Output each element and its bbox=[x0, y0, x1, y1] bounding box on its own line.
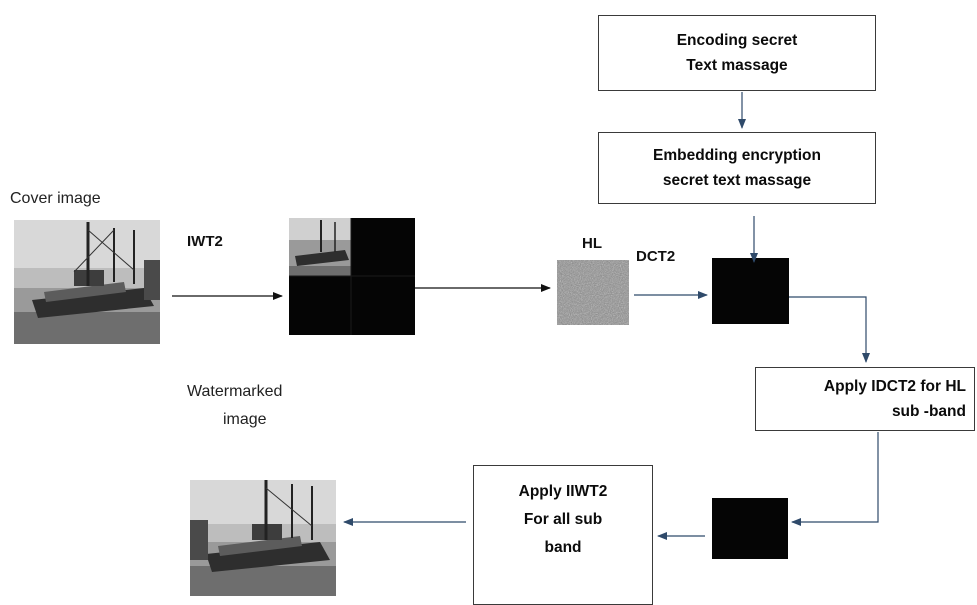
iiwt2-line-1: Apply IIWT2 bbox=[518, 483, 608, 500]
apply-iiwt2-box: Apply IIWT2 For all sub band bbox=[473, 465, 653, 605]
iiwt2-line-2: For all sub bbox=[523, 511, 603, 528]
arrow-idct2-box-to-idct bbox=[791, 432, 879, 526]
dct-coefficients-image bbox=[712, 258, 789, 324]
watermarked-label-line-2: image bbox=[223, 411, 267, 428]
idct2-line-1: Apply IDCT2 for HL bbox=[823, 378, 966, 395]
idct-output-image bbox=[712, 498, 788, 559]
watermarked-image bbox=[190, 480, 336, 596]
embedding-line-1: Embedding encryption bbox=[653, 147, 821, 164]
encoding-line-1: Encoding secret bbox=[676, 32, 798, 49]
idct2-line-2: sub -band bbox=[891, 403, 966, 420]
encoding-line-2: Text massage bbox=[686, 57, 788, 74]
encoding-secret-box: Encoding secret Text massage bbox=[598, 15, 876, 91]
arrow-dct-to-idct2-box bbox=[789, 296, 870, 363]
dct2-label: DCT2 bbox=[636, 248, 676, 265]
iwt2-label: IWT2 bbox=[187, 233, 223, 250]
embedding-line-2: secret text massage bbox=[662, 172, 812, 189]
cover-image bbox=[14, 220, 160, 344]
dwt-decomposition-image bbox=[289, 218, 415, 335]
cover-image-label: Cover image bbox=[10, 190, 101, 207]
hl-label: HL bbox=[582, 235, 602, 252]
watermarked-label-line-1: Watermarked bbox=[187, 383, 283, 400]
hl-subband-image bbox=[557, 260, 629, 325]
embedding-encryption-box: Embedding encryption secret text massage bbox=[598, 132, 876, 204]
iiwt2-line-3: band bbox=[544, 539, 582, 556]
apply-idct2-box: Apply IDCT2 for HL sub -band bbox=[755, 367, 975, 431]
